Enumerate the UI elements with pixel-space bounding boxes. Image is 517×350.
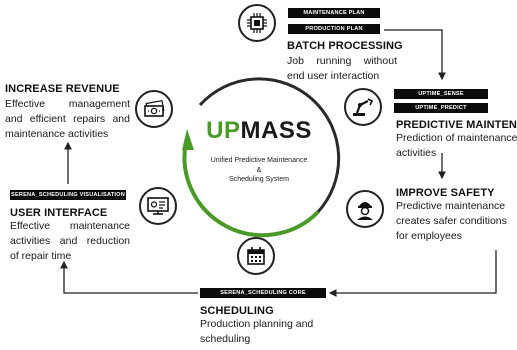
scheduling-desc: Production planning and scheduling: [200, 317, 340, 347]
tag-uptime-sense: UPTIME_SENSE: [394, 89, 488, 99]
scheduling-desc-line-1: Production planning and: [200, 318, 314, 330]
predictive-desc-line-1: Prediction of maintenance: [396, 132, 517, 144]
increase-revenue-desc: Effective management and efficient repai…: [5, 97, 130, 142]
tag-production-plan: PRODUCTION PLAN: [288, 24, 380, 34]
tag-scheduling-visualisation: SERENA_SCHEDULING VISUALISATION: [10, 190, 126, 200]
safety-desc-line-3: for employees: [396, 230, 462, 242]
monitor-icon: [139, 187, 177, 225]
safety-desc-line-2: creates safer conditions: [396, 215, 507, 227]
arrow-scheduling-to-ui: [60, 260, 198, 294]
ui-desc-line-1: Effective maintenance: [10, 220, 130, 232]
arrow-batch-to-predictive: [384, 29, 446, 81]
tag-maintenance-plan: MAINTENANCE PLAN: [288, 8, 380, 18]
worker-icon: [346, 190, 384, 228]
batch-desc-line-2: end user interaction: [287, 70, 380, 82]
ui-desc-line-3: of repair time: [10, 250, 72, 262]
predictive-maintenance-title: PREDICTIVE MAINTENANC: [396, 119, 517, 131]
arrow-safety-to-scheduling: [328, 250, 497, 297]
increase-revenue-title: INCREASE REVENUE: [5, 83, 120, 95]
safety-desc-line-1: Predictive maintenance: [396, 200, 506, 212]
predictive-desc-line-2: activities: [396, 147, 437, 159]
subtitle-line-2: &: [256, 166, 262, 174]
upmass-logo: UPMASS: [203, 117, 315, 145]
improve-safety-desc: Predictive maintenance creates safer con…: [396, 199, 514, 244]
money-icon: [135, 90, 173, 128]
tag-scheduling-core: SERENA_SCHEDULING CORE: [200, 288, 326, 298]
batch-desc-line-1: Job running without: [287, 55, 397, 67]
logo-part-up: UP: [206, 117, 241, 144]
user-interface-title: USER INTERFACE: [10, 207, 108, 219]
logo-subtitle: Unified Predictive Maintenance & Schedul…: [193, 156, 325, 185]
chip-icon: [238, 4, 276, 42]
calendar-icon: [237, 237, 275, 275]
batch-processing-desc: Job running without end user interaction: [287, 54, 397, 84]
improve-safety-title: IMPROVE SAFETY: [396, 187, 495, 199]
subtitle-line-3: Scheduling System: [229, 176, 289, 183]
tag-uptime-predict: UPTIME_PREDICT: [394, 103, 488, 113]
ui-desc-line-2: activities and reduction: [10, 235, 130, 247]
subtitle-line-1: Unified Predictive Maintenance: [210, 157, 308, 164]
revenue-desc-line-2: and efficient repairs and: [5, 113, 130, 125]
robot-arm-icon: [344, 88, 382, 126]
logo-part-mass: MASS: [240, 117, 312, 144]
revenue-desc-line-1: Effective management: [5, 98, 130, 110]
predictive-maintenance-desc: Prediction of maintenance activities: [396, 131, 517, 161]
revenue-desc-line-3: maintenance activities: [5, 128, 109, 140]
ring-green-arrow: [182, 129, 194, 150]
scheduling-desc-line-2: scheduling: [200, 333, 251, 345]
ring-dark-arc: [198, 77, 341, 214]
user-interface-desc: Effective maintenance activities and red…: [10, 219, 130, 264]
ring-green-arc: [182, 141, 320, 238]
scheduling-title: SCHEDULING: [200, 305, 274, 317]
batch-processing-title: BATCH PROCESSING: [287, 40, 403, 52]
